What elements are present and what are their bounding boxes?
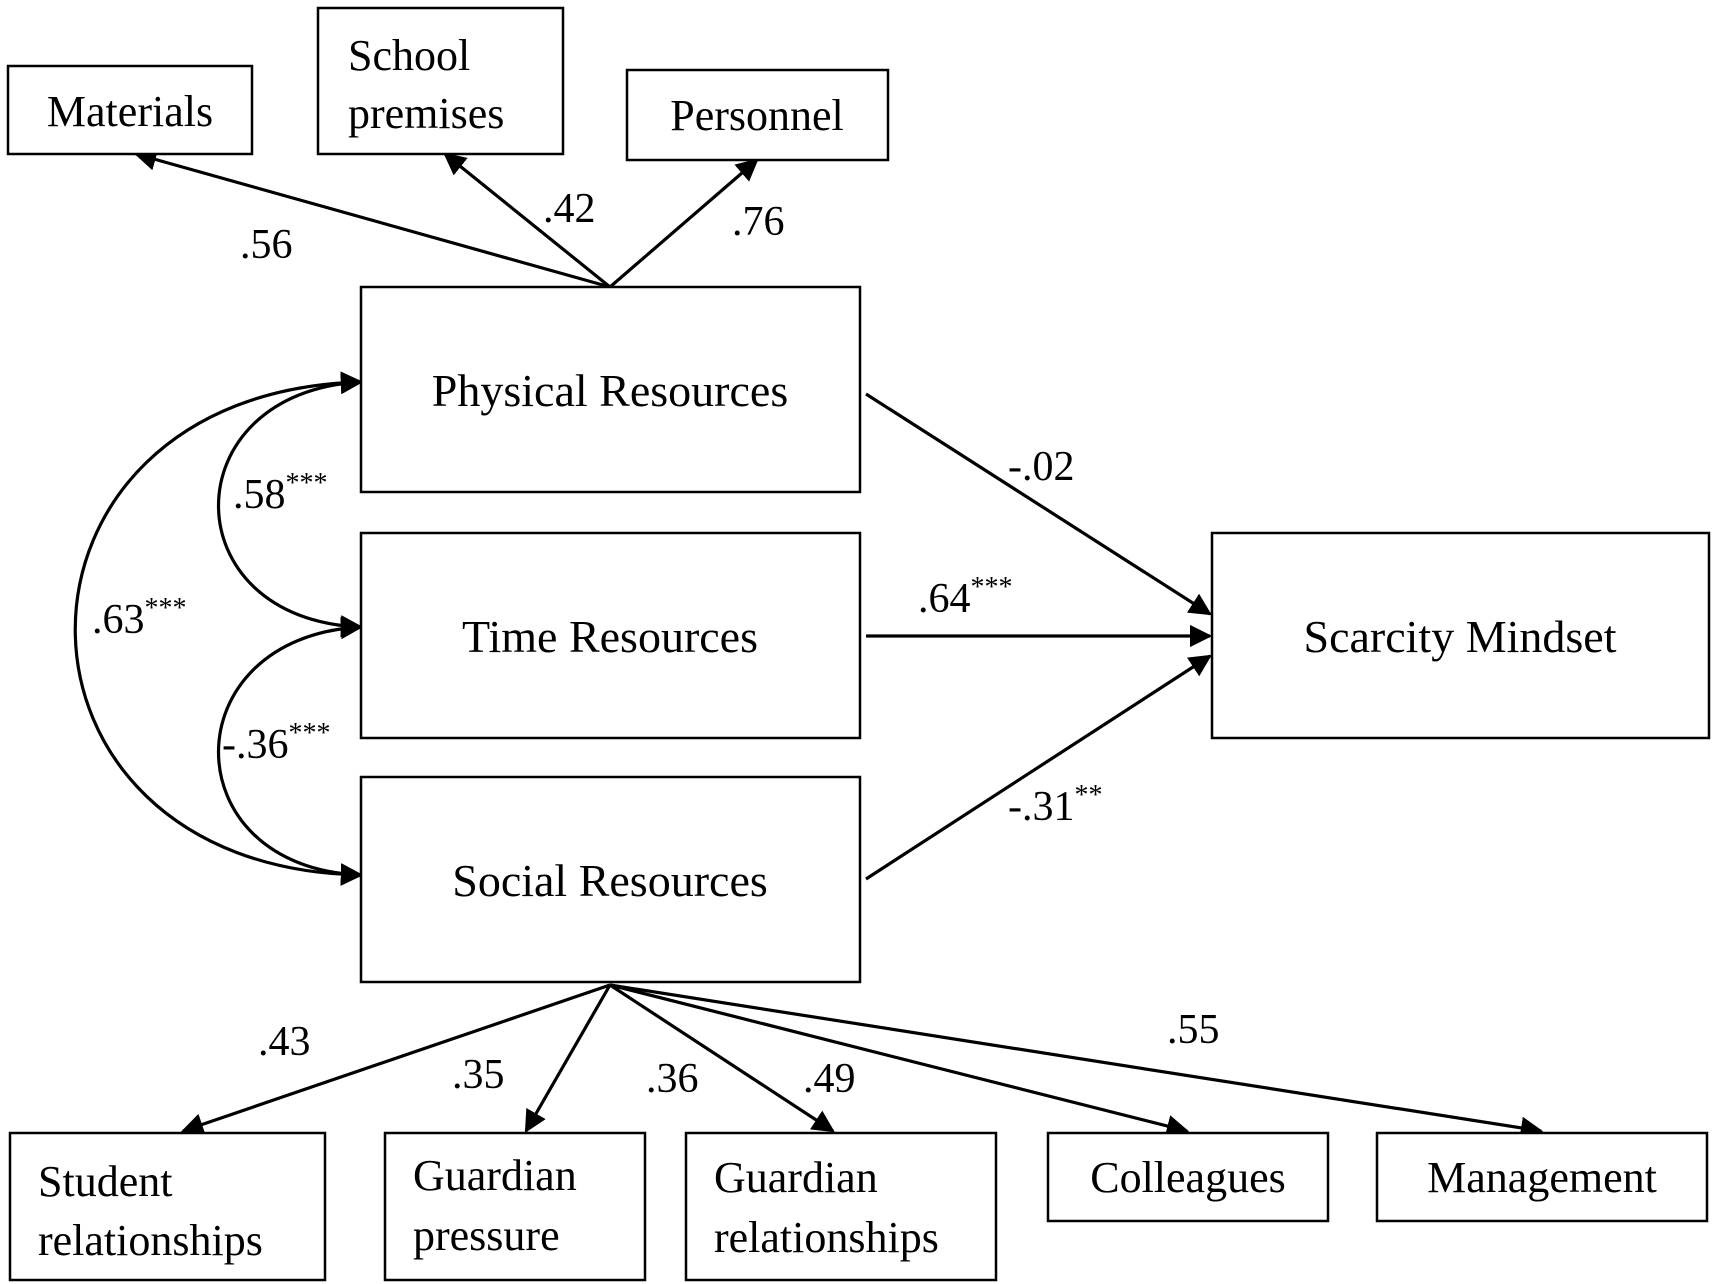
node-student-relationships-line2: relationships [38, 1216, 263, 1265]
loading-guardian-pressure: .35 [452, 1052, 505, 1098]
node-guardian-relationships-line1: Guardian [714, 1153, 878, 1202]
coef-time-to-scarcity-value: .64 [918, 576, 971, 622]
loading-personnel: .76 [732, 199, 785, 245]
node-student-relationships: Student relationships [8, 1131, 327, 1282]
loading-guardian-relationships-a: .36 [646, 1056, 699, 1102]
loading-school-premises: .42 [543, 186, 596, 232]
corr-time-social-sig: *** [289, 718, 331, 749]
node-management: Management [1375, 1131, 1709, 1223]
arrow-physical-to-personnel [608, 158, 759, 289]
node-guardian-pressure-line1: Guardian [413, 1151, 577, 1200]
node-social-resources-label: Social Resources [452, 855, 768, 906]
node-guardian-relationships-line2: relationships [714, 1213, 939, 1262]
node-materials-label: Materials [47, 87, 213, 136]
loading-labels: .56 .42 .76 .43 .35 .36 .49 .55 [240, 186, 1220, 1102]
arrow-physical-to-scarcity [865, 392, 1212, 616]
loading-student-relationships: .43 [258, 1019, 311, 1065]
node-scarcity-mindset: Scarcity Mindset [1210, 531, 1711, 740]
coef-time-to-scarcity-sig: *** [971, 572, 1013, 603]
coef-time-to-scarcity: .64*** [918, 572, 1013, 622]
node-school-premises-line1: School [348, 31, 470, 80]
node-school-premises-line2: premises [348, 89, 504, 138]
edges [73, 148, 1544, 1139]
node-personnel: Personnel [625, 68, 890, 162]
node-physical-resources-label: Physical Resources [432, 365, 788, 416]
coef-physical-to-scarcity: -.02 [1008, 444, 1075, 490]
node-social-resources: Social Resources [359, 775, 862, 984]
node-time-resources-label: Time Resources [462, 611, 758, 662]
corr-physical-social-sig: *** [145, 593, 187, 624]
node-personnel-label: Personnel [670, 91, 844, 140]
arrow-social-to-guardian-relationships [609, 983, 835, 1133]
corr-physical-time-value: .58 [233, 472, 286, 518]
corr-physical-time: .58*** [233, 468, 328, 518]
correlation-labels: .58*** .63*** -.36*** [92, 468, 331, 768]
node-materials: Materials [6, 64, 254, 156]
arrow-social-to-management [609, 983, 1544, 1139]
loading-materials: .56 [240, 222, 293, 268]
curve-time-social [217, 616, 364, 886]
corr-physical-social-value: .63 [92, 597, 145, 643]
node-management-label: Management [1427, 1153, 1657, 1202]
node-guardian-pressure-line2: pressure [413, 1211, 560, 1260]
node-colleagues-label: Colleagues [1090, 1153, 1286, 1202]
loading-guardian-relationships-b: .49 [803, 1056, 856, 1102]
arrow-physical-to-materials [133, 148, 611, 289]
coef-social-to-scarcity-sig: ** [1075, 780, 1103, 811]
node-student-relationships-line1: Student [38, 1157, 172, 1206]
node-school-premises: School premises [316, 6, 565, 156]
coef-social-to-scarcity-value: -.31 [1008, 784, 1075, 830]
arrow-social-to-scarcity [865, 654, 1212, 881]
node-colleagues: Colleagues [1046, 1131, 1330, 1223]
corr-time-social-value: -.36 [222, 722, 289, 768]
curve-physical-time [217, 371, 364, 638]
coef-social-to-scarcity: -.31** [1008, 780, 1103, 830]
curve-physical-social [73, 371, 364, 886]
corr-time-social: -.36*** [222, 718, 331, 768]
node-time-resources: Time Resources [359, 531, 862, 740]
corr-physical-social: .63*** [92, 593, 187, 643]
arrow-social-to-colleagues [609, 983, 1190, 1137]
path-coefficients: -.02 .64*** -.31** [918, 444, 1103, 830]
node-guardian-pressure: Guardian pressure [383, 1131, 647, 1282]
corr-physical-time-sig: *** [286, 468, 328, 499]
node-scarcity-mindset-label: Scarcity Mindset [1304, 611, 1617, 662]
node-guardian-relationships: Guardian relationships [684, 1131, 998, 1282]
node-physical-resources: Physical Resources [359, 285, 862, 494]
coef-physical-to-scarcity-value: -.02 [1008, 444, 1075, 490]
loading-management: .55 [1167, 1007, 1220, 1053]
arrow-social-to-student-relationships [180, 983, 611, 1136]
arrow-physical-to-school-premises [443, 152, 612, 289]
arrow-social-to-guardian-pressure [524, 984, 612, 1133]
